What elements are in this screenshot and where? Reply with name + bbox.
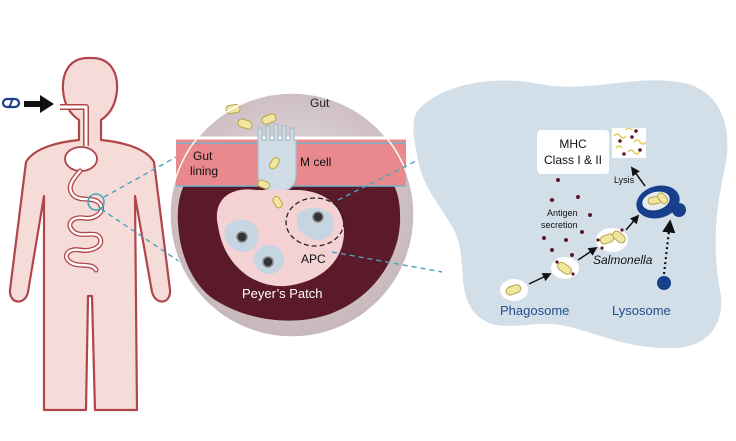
label-lysis: Lysis bbox=[614, 175, 635, 185]
label-lysosome: Lysosome bbox=[612, 303, 671, 318]
lysis-fragments bbox=[613, 127, 647, 155]
label-peyers-patch: Peyer’s Patch bbox=[242, 286, 322, 301]
phagosome-2 bbox=[551, 257, 579, 279]
label-antigen-1: Antigen bbox=[547, 208, 578, 218]
apc-cell-detail bbox=[413, 80, 728, 349]
label-gut-lining-2: lining bbox=[190, 164, 218, 178]
label-salmonella: Salmonella bbox=[593, 253, 653, 267]
label-apc: APC bbox=[301, 252, 326, 266]
lysis-dots bbox=[618, 129, 642, 156]
label-gut-lining-1: Gut bbox=[193, 149, 213, 163]
zoom-line-bottom bbox=[100, 208, 181, 263]
apc-highlight bbox=[285, 197, 345, 247]
stomach bbox=[64, 146, 98, 172]
esophagus bbox=[60, 105, 88, 146]
small-intestine bbox=[65, 169, 103, 272]
label-phagosome: Phagosome bbox=[500, 303, 569, 318]
phagosome-1 bbox=[500, 279, 528, 301]
lysosome bbox=[657, 276, 671, 290]
zoom-circle bbox=[169, 92, 415, 338]
highlight-circle bbox=[87, 193, 105, 211]
antigen-dots bbox=[542, 178, 592, 257]
label-m-cell: M cell bbox=[300, 155, 331, 169]
label-mhc-1: MHC bbox=[559, 137, 587, 151]
zoom-line-cell-bottom bbox=[331, 251, 443, 273]
pathway-arrows bbox=[528, 166, 676, 285]
mhc-box bbox=[537, 130, 609, 174]
human-body bbox=[8, 56, 172, 412]
apc-cells bbox=[224, 207, 335, 275]
phagolysosome bbox=[636, 185, 686, 219]
label-gut: Gut bbox=[310, 96, 330, 110]
label-mhc-2: Class I & II bbox=[544, 153, 602, 167]
gut-bacteria bbox=[225, 104, 283, 209]
arrow-right-icon bbox=[24, 95, 54, 113]
label-antigen-2: secretion bbox=[541, 220, 578, 230]
phagosome-3 bbox=[596, 228, 628, 252]
capsule-icon bbox=[1, 97, 21, 109]
